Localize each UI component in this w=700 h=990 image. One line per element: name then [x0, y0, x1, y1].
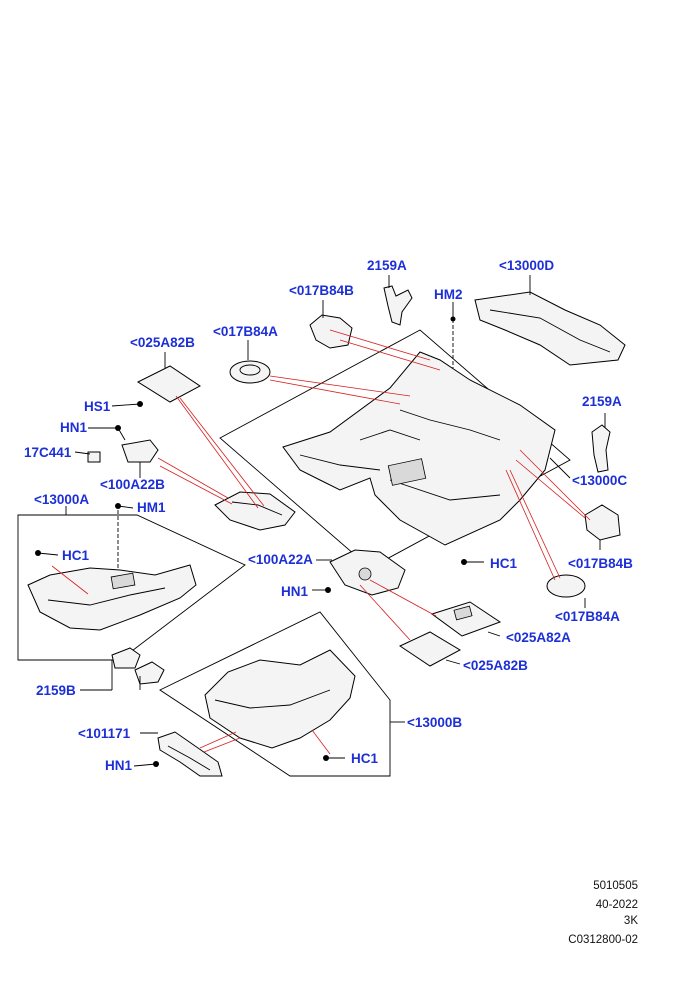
part-17c441: [87, 451, 101, 463]
label-2159b[interactable]: 2159B: [36, 683, 76, 698]
label-hn1-mid[interactable]: HN1: [281, 584, 309, 599]
part-100a22b: [214, 491, 296, 531]
label-hc1-bottom[interactable]: HC1: [351, 751, 379, 766]
label-hs1[interactable]: HS1: [84, 399, 111, 414]
label-017b84b-top[interactable]: <017B84B: [289, 283, 354, 298]
reference-date: 40-2022: [595, 899, 638, 911]
part-2159a-right: [591, 424, 611, 473]
label-100a22a[interactable]: <100A22A: [248, 552, 313, 567]
label-13000c[interactable]: <13000C: [572, 473, 628, 488]
label-025a82a[interactable]: <025A82A: [506, 630, 571, 645]
part-2159a-top: [383, 285, 413, 326]
reference-code: 3K: [623, 915, 638, 927]
label-hn1-top[interactable]: HN1: [60, 420, 88, 435]
label-017b84a-top[interactable]: <017B84A: [213, 324, 278, 339]
label-hm1[interactable]: HM1: [137, 500, 166, 515]
label-017b84a-right[interactable]: <017B84A: [555, 609, 620, 624]
part-017b84a-top: [229, 360, 271, 384]
label-hc1-mid[interactable]: HC1: [490, 556, 518, 571]
part-017b84a-right: [546, 574, 586, 598]
label-hn1-bottom[interactable]: HN1: [105, 758, 133, 773]
label-100a22b[interactable]: <100A22B: [100, 477, 165, 492]
group-box-13000a: [17, 514, 246, 661]
reference-number: 5010505: [593, 880, 638, 892]
part-017b84b-top: [309, 314, 353, 349]
carpet-13000d: [474, 291, 626, 366]
reference-drawing-id: C0312800-02: [568, 934, 638, 946]
mat-025a82b-top: [136, 365, 201, 403]
carpet-13000c-grid: [387, 458, 427, 486]
part-clip-cluster: [121, 439, 159, 463]
label-hm2[interactable]: HM2: [434, 287, 463, 302]
mat-025a82a: [430, 601, 502, 637]
label-025a82b-top[interactable]: <025A82B: [130, 335, 195, 350]
group-box-13000b: [159, 611, 391, 777]
part-101171: [157, 731, 223, 777]
mat-025a82b-right: [398, 631, 462, 667]
label-13000a[interactable]: <13000A: [34, 492, 90, 507]
part-017b84b-right: [584, 504, 621, 541]
label-2159a-right[interactable]: 2159A: [582, 394, 622, 409]
carpet-13000a: [27, 564, 197, 631]
label-hc1-left[interactable]: HC1: [62, 548, 90, 563]
label-2159a-top[interactable]: 2159A: [367, 258, 407, 273]
label-101171[interactable]: <101171: [78, 726, 131, 741]
label-13000b[interactable]: <13000B: [407, 715, 463, 730]
carpet-13000b: [204, 649, 356, 749]
label-017b84b-right[interactable]: <017B84B: [568, 556, 633, 571]
carpet-13000c: [282, 351, 556, 546]
label-025a82b-right[interactable]: <025A82B: [463, 658, 528, 673]
part-2159b: [111, 647, 141, 669]
label-13000d[interactable]: <13000D: [499, 258, 555, 273]
label-17c441[interactable]: 17C441: [24, 445, 72, 460]
group-box-13000c: [219, 329, 571, 569]
carpet-13000c-detail: [299, 409, 501, 501]
